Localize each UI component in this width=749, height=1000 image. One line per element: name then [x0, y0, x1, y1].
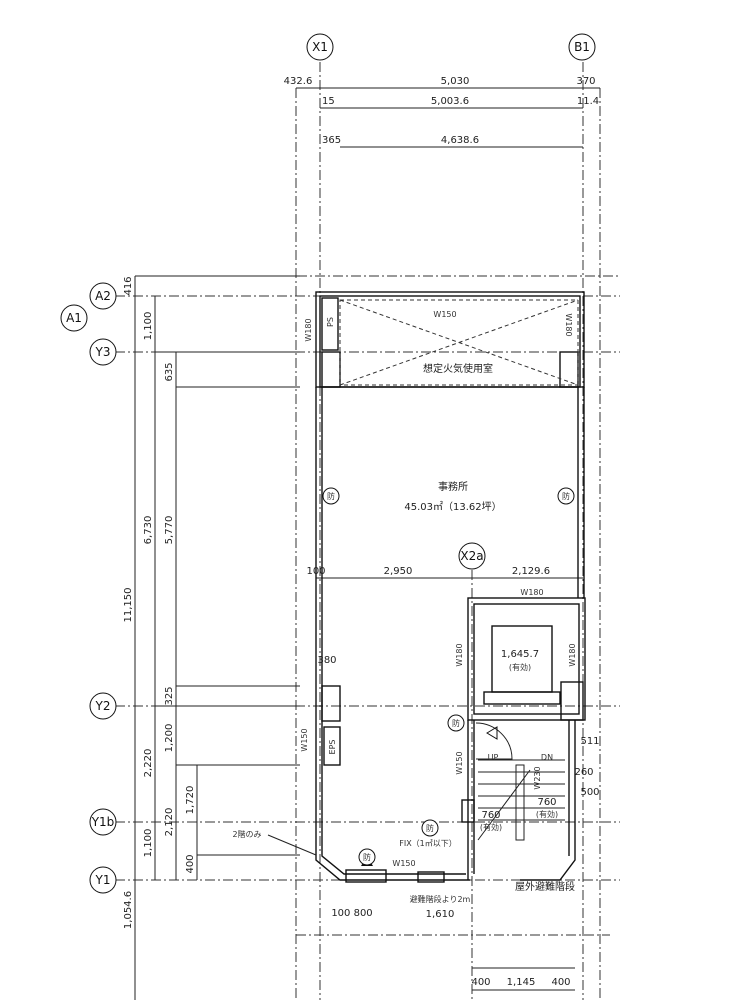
dim-text: 11.4: [577, 96, 599, 107]
svg-text:(有効): (有効): [509, 662, 531, 672]
svg-text:635: 635: [164, 362, 175, 381]
grid-bubble-y3: Y3: [89, 338, 117, 366]
svg-text:400: 400: [551, 977, 570, 988]
grid-bubble-y2: Y2: [89, 692, 117, 720]
svg-text:1,145: 1,145: [507, 977, 536, 988]
svg-text:2,120: 2,120: [164, 808, 175, 837]
svg-text:W150: W150: [392, 859, 415, 868]
svg-text:400: 400: [185, 854, 196, 873]
fire-door-mark: 防: [421, 819, 439, 837]
dim-text: 4,638.6: [441, 135, 479, 146]
grid-bubble-y1b: Y1b: [89, 808, 117, 836]
svg-text:2,950: 2,950: [384, 566, 413, 577]
stairs: [477, 759, 565, 841]
svg-text:W150: W150: [300, 728, 309, 751]
svg-text:2階のみ: 2階のみ: [232, 829, 261, 839]
svg-text:6,730: 6,730: [143, 516, 154, 545]
grid-bubble-x1: X1: [306, 33, 334, 61]
svg-text:W180: W180: [564, 313, 573, 336]
svg-text:PS: PS: [326, 317, 335, 327]
svg-text:325: 325: [164, 686, 175, 705]
svg-text:W180: W180: [568, 643, 577, 666]
svg-text:1,610: 1,610: [426, 909, 455, 920]
leader-line: [267, 834, 317, 856]
svg-text:DN: DN: [541, 753, 553, 762]
dim-text: 365: [322, 135, 341, 146]
svg-text:400: 400: [471, 977, 490, 988]
svg-text:EPS: EPS: [328, 740, 337, 755]
svg-text:X2a: X2a: [460, 549, 483, 563]
grid-bubble-b1: B1: [568, 33, 596, 61]
svg-text:避難階段より2m: 避難階段より2m: [410, 894, 471, 904]
svg-text:A2: A2: [95, 289, 111, 303]
svg-text:防: 防: [562, 491, 570, 501]
svg-text:FIX（1㎡以下）: FIX（1㎡以下）: [399, 839, 457, 848]
svg-text:防: 防: [426, 823, 434, 833]
svg-text:1,720: 1,720: [185, 786, 196, 815]
svg-text:260: 260: [574, 767, 593, 778]
svg-text:X1: X1: [312, 40, 328, 54]
fire-room-cross: [339, 299, 579, 386]
svg-text:1,054.6: 1,054.6: [123, 891, 134, 929]
dim-text: 15: [322, 96, 335, 107]
room-label-fire-room: 想定火気使用室: [423, 362, 493, 375]
svg-text:A1: A1: [66, 311, 82, 325]
room-label-office: 事務所: [438, 480, 468, 493]
svg-text:1,100: 1,100: [143, 829, 154, 858]
svg-text:W180: W180: [520, 588, 543, 597]
svg-text:Y1: Y1: [95, 873, 111, 887]
svg-text:W150: W150: [433, 310, 456, 319]
svg-text:760: 760: [537, 797, 556, 808]
svg-text:11,150: 11,150: [123, 588, 134, 623]
grid-bubble-a1: A1: [60, 304, 88, 332]
dim-text: 5,030: [441, 76, 470, 87]
room-area: 45.03㎡（13.62坪）: [404, 500, 501, 513]
walls: [315, 291, 586, 883]
dimension-lines: [134, 87, 600, 1000]
svg-text:防: 防: [363, 852, 371, 862]
left-dimensions: 416 11,150 1,054.6 1,100 6,730 2,220 1,1…: [123, 276, 196, 929]
fire-door-mark: 防: [358, 848, 376, 866]
svg-text:500: 500: [580, 787, 599, 798]
svg-text:2,220: 2,220: [143, 749, 154, 778]
dim-text: 370: [576, 76, 595, 87]
svg-text:100: 100: [306, 566, 325, 577]
svg-text:760: 760: [481, 810, 500, 821]
dim-text: 5,003.6: [431, 96, 469, 107]
svg-text:380: 380: [317, 655, 336, 666]
plan-labels: W150 W180 W180 W180 W180 W180 W150 W150 …: [232, 310, 599, 988]
svg-text:1,200: 1,200: [164, 724, 175, 753]
svg-text:防: 防: [327, 491, 335, 501]
svg-text:416: 416: [123, 276, 134, 295]
svg-text:防: 防: [452, 718, 460, 728]
svg-text:W150: W150: [455, 751, 464, 774]
svg-text:(有効): (有効): [536, 809, 558, 819]
grid-bubble-y1: Y1: [89, 866, 117, 894]
svg-text:2,129.6: 2,129.6: [512, 566, 550, 577]
svg-text:W180: W180: [304, 318, 313, 341]
svg-text:W230: W230: [533, 766, 542, 789]
svg-text:511: 511: [580, 736, 599, 747]
svg-text:Y1b: Y1b: [91, 815, 115, 829]
svg-text:1,100: 1,100: [143, 312, 154, 341]
room-label-stair: 屋外避難階段: [515, 880, 575, 893]
grid-bubble-x2a: X2a: [458, 542, 486, 570]
dim-text: 432.6: [284, 76, 313, 87]
svg-text:5,770: 5,770: [164, 516, 175, 545]
svg-text:Y2: Y2: [95, 699, 111, 713]
grid-bubble-a2: A2: [89, 282, 117, 310]
svg-text:100 800: 100 800: [331, 908, 372, 919]
svg-text:W180: W180: [455, 643, 464, 666]
svg-text:Y3: Y3: [95, 345, 111, 359]
svg-text:B1: B1: [574, 40, 590, 54]
fire-door-mark: 防: [447, 714, 465, 732]
svg-text:1,645.7: 1,645.7: [501, 649, 539, 660]
svg-text:(有効): (有効): [480, 822, 502, 832]
svg-text:UP: UP: [488, 753, 499, 762]
fire-door-mark: 防: [557, 487, 575, 505]
fire-door-mark: 防: [322, 487, 340, 505]
